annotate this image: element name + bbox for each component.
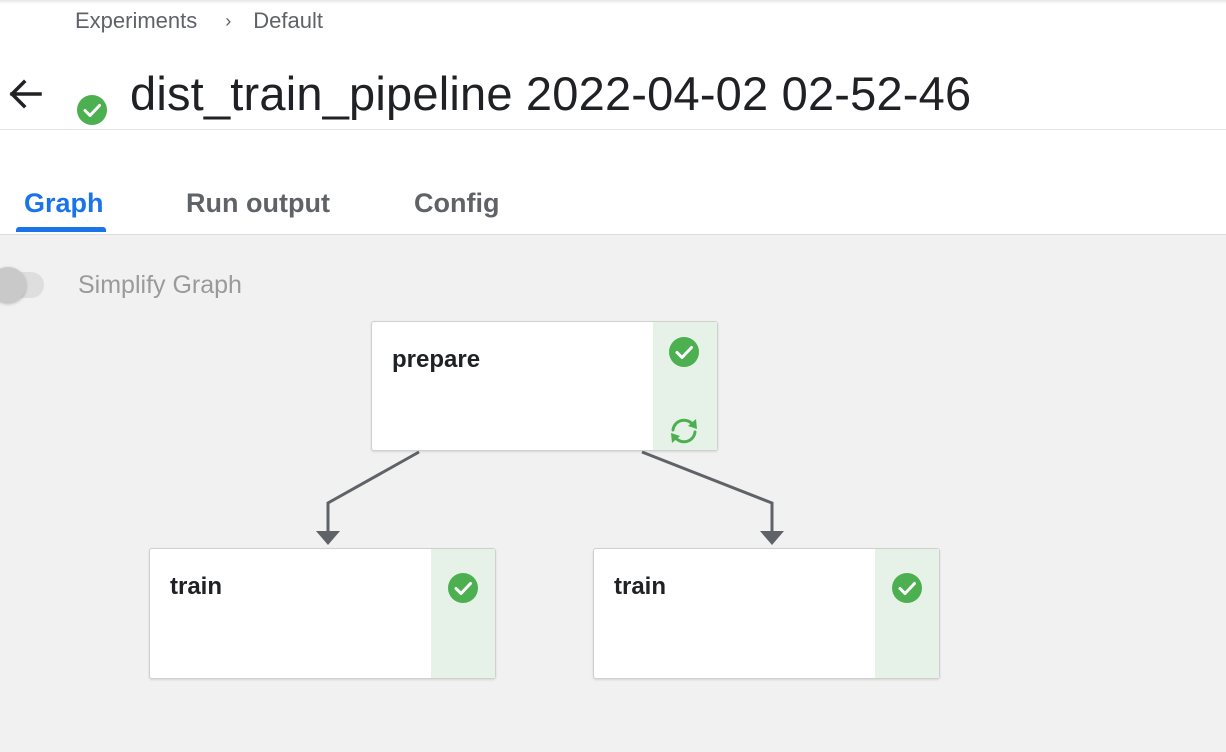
tab-graph[interactable]: Graph [24, 188, 104, 218]
graph-node-train-2[interactable]: train [593, 548, 940, 679]
graph-canvas: Simplify Graph prepare [0, 235, 1226, 752]
header-divider [0, 129, 1226, 130]
breadcrumb-experiments-link[interactable]: Experiments [75, 8, 198, 33]
active-tab-indicator [16, 227, 106, 232]
top-shadow [0, 0, 1226, 4]
edge-prepare-to-train-2 [641, 450, 784, 545]
check-circle-icon [448, 573, 478, 603]
run-status-check-icon [77, 95, 107, 125]
breadcrumb-default-link[interactable]: Default [253, 8, 323, 33]
check-circle-icon [892, 573, 922, 603]
graph-node-prepare[interactable]: prepare [371, 321, 718, 451]
check-circle-icon [669, 337, 699, 367]
node-status-strip [431, 549, 495, 678]
breadcrumb-separator: › [225, 10, 232, 31]
node-label: prepare [392, 346, 481, 373]
node-label: train [170, 573, 223, 600]
graph-node-train-1[interactable]: train [149, 548, 496, 679]
breadcrumb: Experiments › Default [75, 8, 323, 34]
back-arrow-icon[interactable] [4, 74, 44, 114]
retry-icon[interactable] [666, 413, 702, 449]
tab-bar: Graph Run output Config [0, 170, 1226, 235]
tabs-divider [0, 234, 1226, 235]
node-label: train [614, 573, 667, 600]
page-title: dist_train_pipeline 2022-04-02 02-52-46 [130, 67, 972, 120]
edge-prepare-to-train-1 [316, 450, 420, 545]
tab-config[interactable]: Config [414, 188, 500, 218]
simplify-graph-toggle[interactable] [0, 267, 50, 303]
node-status-strip [875, 549, 939, 678]
graph-edges [316, 450, 784, 545]
simplify-graph-label: Simplify Graph [78, 271, 242, 299]
tab-run-output[interactable]: Run output [186, 188, 330, 218]
node-status-strip [653, 322, 717, 450]
